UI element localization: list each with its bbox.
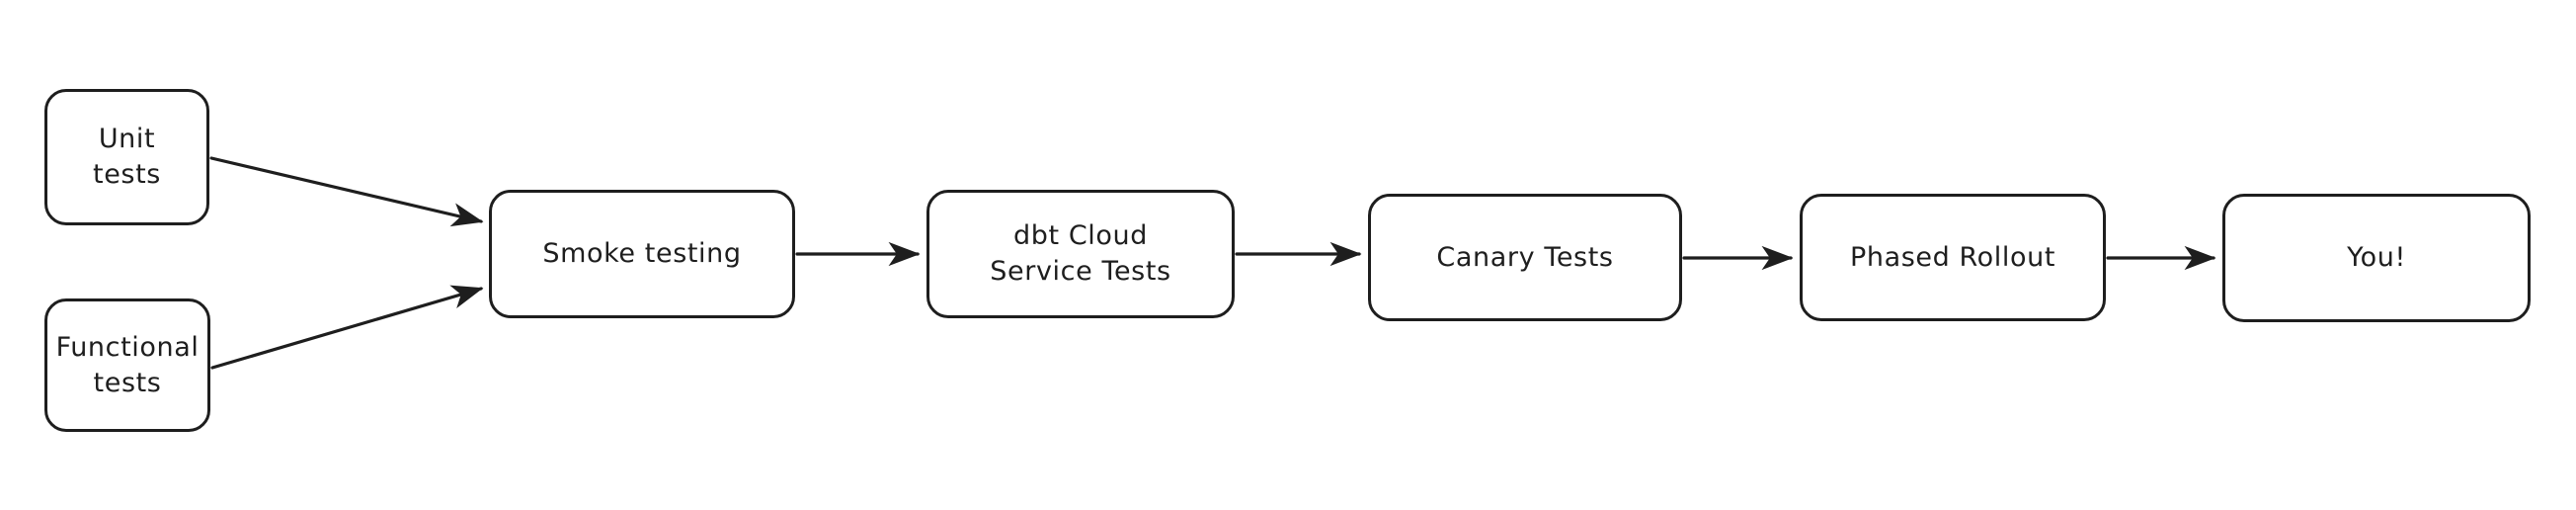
node-phased-rollout-label: Phased Rollout xyxy=(1849,241,2056,273)
node-dbt-cloud-service-tests[interactable]: dbt Cloud Service Tests xyxy=(926,190,1235,318)
node-unit-tests[interactable]: Unit tests xyxy=(44,89,209,225)
node-canary-tests-label: Canary Tests xyxy=(1436,241,1614,273)
node-dbt-cloud-service-tests-label: dbt Cloud Service Tests xyxy=(990,220,1171,287)
node-smoke-testing[interactable]: Smoke testing xyxy=(489,190,795,318)
node-functional-tests[interactable]: Functional tests xyxy=(44,298,210,432)
node-smoke-testing-label: Smoke testing xyxy=(542,238,742,270)
edge-functional-to-smoke xyxy=(210,285,484,370)
node-unit-tests-label: Unit tests xyxy=(93,124,161,190)
node-you-label: You! xyxy=(2347,242,2406,274)
node-canary-tests[interactable]: Canary Tests xyxy=(1368,194,1682,321)
node-you[interactable]: You! xyxy=(2222,194,2531,322)
edge-unit-to-smoke xyxy=(209,156,484,227)
node-functional-tests-label: Functional tests xyxy=(55,331,200,398)
node-phased-rollout[interactable]: Phased Rollout xyxy=(1800,194,2106,321)
